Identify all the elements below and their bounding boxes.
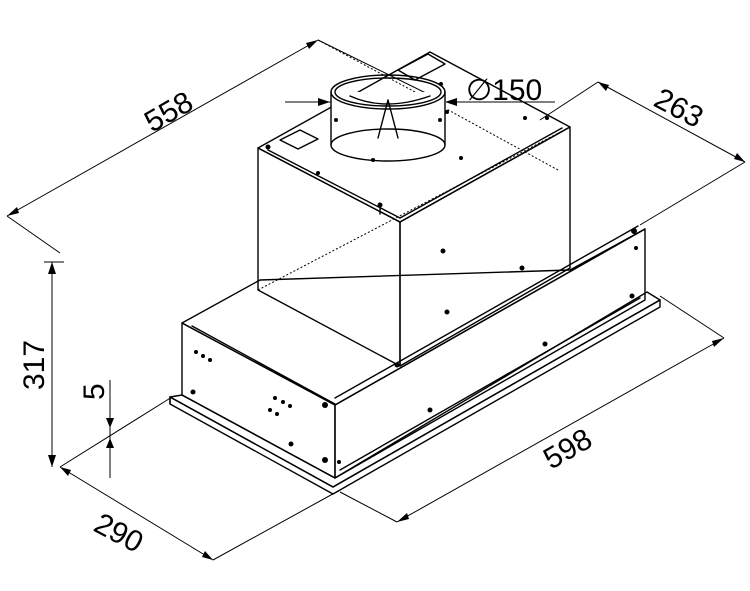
lower-housing [181, 225, 646, 479]
dimension-290: 290 [59, 396, 341, 561]
hidden-edges [257, 39, 571, 291]
dimension-label-263: 263 [649, 82, 709, 135]
dimension-label-598: 598 [538, 422, 598, 476]
dimension-label-317: 317 [18, 340, 51, 390]
base-frame [169, 291, 661, 495]
dimension-317: 317 [18, 261, 64, 467]
duct-collar [330, 74, 449, 162]
dimension-263: 263 [539, 81, 746, 226]
dimension-label-diameter: ∅150 [466, 74, 542, 107]
dimension-label-558: 558 [139, 85, 199, 139]
dimension-598: 598 [339, 295, 725, 523]
dimension-label-5: 5 [78, 383, 111, 400]
dimension-5: 5 [78, 380, 114, 478]
